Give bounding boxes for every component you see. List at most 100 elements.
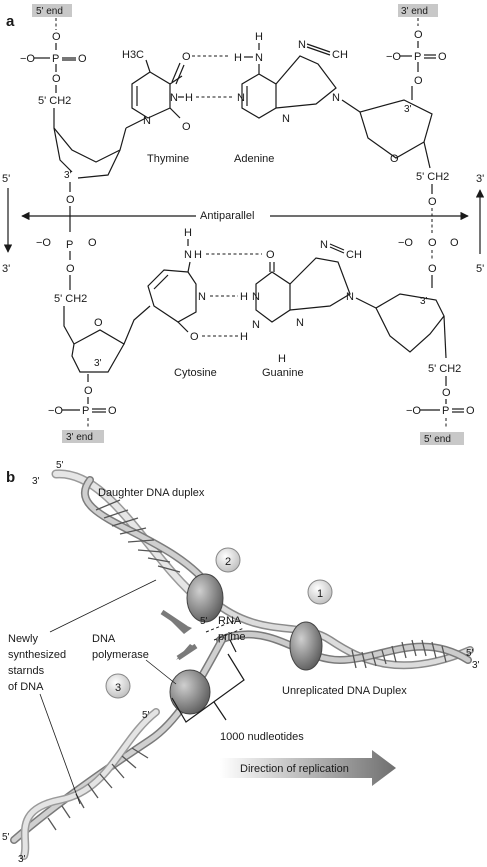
- svg-text:H: H: [185, 92, 193, 104]
- end-right-five: 5': [466, 648, 474, 659]
- svg-text:O: O: [438, 51, 447, 63]
- thymine-label: Thymine: [147, 153, 189, 165]
- svg-text:P: P: [66, 239, 73, 251]
- svg-text:P: P: [52, 53, 59, 65]
- svg-text:P: P: [82, 405, 89, 417]
- adenine: H N H N N N CH N Adenine: [234, 31, 361, 165]
- dna-polymerase-label: DNA polymerase: [92, 633, 177, 685]
- phosphate-bottom-left: −O P O 3' end: [48, 397, 117, 443]
- guanine: H H O N N N N CH N H Guanine: [240, 239, 377, 379]
- svg-text:O: O: [66, 194, 75, 206]
- svg-text:−O: −O: [386, 51, 401, 63]
- direction-right: 3' 5': [475, 173, 484, 275]
- cytosine-label: Cytosine: [174, 367, 217, 379]
- svg-text:prime: prime: [218, 631, 246, 643]
- svg-text:3': 3': [94, 358, 102, 369]
- primer-five-prime: 5': [142, 710, 150, 721]
- svg-text:5': 5': [476, 263, 484, 275]
- direction-of-replication: Direction of replication: [220, 750, 396, 786]
- svg-text:3' end: 3' end: [66, 432, 93, 443]
- svg-text:−O: −O: [48, 405, 63, 417]
- cytosine: H N H N O Cytosine: [147, 227, 217, 379]
- end-bottom-three: 3': [18, 854, 26, 865]
- antiparallel-arrow: Antiparallel: [21, 208, 469, 222]
- svg-text:3': 3': [420, 296, 428, 307]
- svg-text:N: N: [332, 92, 340, 104]
- svg-text:O: O: [428, 263, 437, 275]
- thymine: H3C O N H N O Thymine: [122, 49, 193, 165]
- sugar-bottom-right: 3' 5' CH2 O: [375, 293, 461, 399]
- svg-text:O: O: [52, 73, 61, 85]
- svg-text:RNA: RNA: [218, 615, 242, 627]
- svg-text:3' end: 3' end: [401, 6, 428, 17]
- panel-b-label: b: [6, 469, 15, 486]
- movement-arrows: [160, 609, 198, 661]
- svg-text:N: N: [298, 39, 306, 51]
- svg-text:O: O: [66, 263, 75, 275]
- svg-text:H: H: [278, 353, 286, 365]
- svg-text:N: N: [252, 291, 260, 303]
- svg-text:Direction of replication: Direction of replication: [240, 763, 349, 775]
- end-tag-top-right: 3' end: [398, 4, 438, 17]
- svg-text:O: O: [428, 237, 437, 249]
- svg-text:N: N: [252, 319, 260, 331]
- step-1: 1: [307, 579, 333, 605]
- svg-text:H: H: [184, 227, 192, 239]
- step-3: 3: [105, 673, 131, 699]
- svg-text:3': 3': [2, 263, 10, 275]
- helicase: [289, 621, 323, 671]
- svg-text:N: N: [320, 239, 328, 251]
- svg-text:O: O: [428, 196, 437, 208]
- svg-text:3': 3': [476, 173, 484, 185]
- svg-text:O: O: [108, 405, 117, 417]
- svg-text:P: P: [442, 405, 449, 417]
- svg-text:5': 5': [2, 173, 10, 185]
- svg-text:3: 3: [115, 682, 121, 694]
- svg-text:N: N: [198, 291, 206, 303]
- svg-text:−O: −O: [398, 237, 413, 249]
- svg-text:N: N: [237, 92, 245, 104]
- polymerase-lagging: 5': [142, 669, 211, 721]
- svg-text:O: O: [414, 29, 423, 41]
- end-tag-top-left: 5' end: [32, 4, 72, 17]
- rna-primer-segment: [205, 619, 245, 653]
- svg-text:O: O: [94, 317, 103, 329]
- svg-text:N: N: [255, 52, 263, 64]
- end-tag-bottom-left: 3' end: [62, 430, 104, 443]
- svg-text:synthesized: synthesized: [8, 649, 66, 661]
- svg-text:O: O: [414, 75, 423, 87]
- svg-text:O: O: [390, 153, 399, 165]
- svg-text:5' end: 5' end: [36, 6, 63, 17]
- svg-text:5' CH2: 5' CH2: [54, 293, 87, 305]
- daughter-duplex-top: [51, 469, 216, 605]
- guanine-label: Guanine: [262, 367, 304, 379]
- svg-text:N: N: [170, 92, 178, 104]
- svg-text:H: H: [240, 331, 248, 343]
- svg-text:5' CH2: 5' CH2: [428, 363, 461, 375]
- phosphate-top-right: 3' end O −O P O O: [386, 4, 447, 87]
- svg-text:O: O: [88, 237, 97, 249]
- phosphate-mid-left: −O P O O 5' CH2: [36, 206, 97, 305]
- svg-text:H: H: [240, 291, 248, 303]
- svg-text:2: 2: [225, 556, 231, 568]
- unreplicated-duplex: [208, 596, 474, 670]
- direction-left: 5' 3': [2, 173, 13, 275]
- nucleotides-label: 1000 nudleotides: [220, 731, 304, 743]
- svg-text:N: N: [282, 113, 290, 125]
- svg-text:O: O: [442, 387, 451, 399]
- svg-text:O: O: [182, 121, 191, 133]
- rna-primer-label: RNA prime: [218, 615, 246, 643]
- svg-text:5' CH2: 5' CH2: [38, 95, 71, 107]
- phosphate-top-left: O −O P O O 5' CH2: [20, 18, 87, 107]
- svg-text:H: H: [194, 249, 202, 261]
- svg-text:3': 3': [64, 170, 72, 181]
- polymerase-leading: 5': [186, 573, 224, 627]
- svg-text:DNA: DNA: [92, 633, 116, 645]
- svg-text:H: H: [234, 52, 242, 64]
- end-right-three: 3': [472, 660, 480, 671]
- svg-text:O: O: [182, 51, 191, 63]
- svg-text:N: N: [346, 291, 354, 303]
- panel-a: a 5' end O −O P O O 5' CH2 3': [2, 4, 484, 445]
- svg-text:5' end: 5' end: [424, 434, 451, 445]
